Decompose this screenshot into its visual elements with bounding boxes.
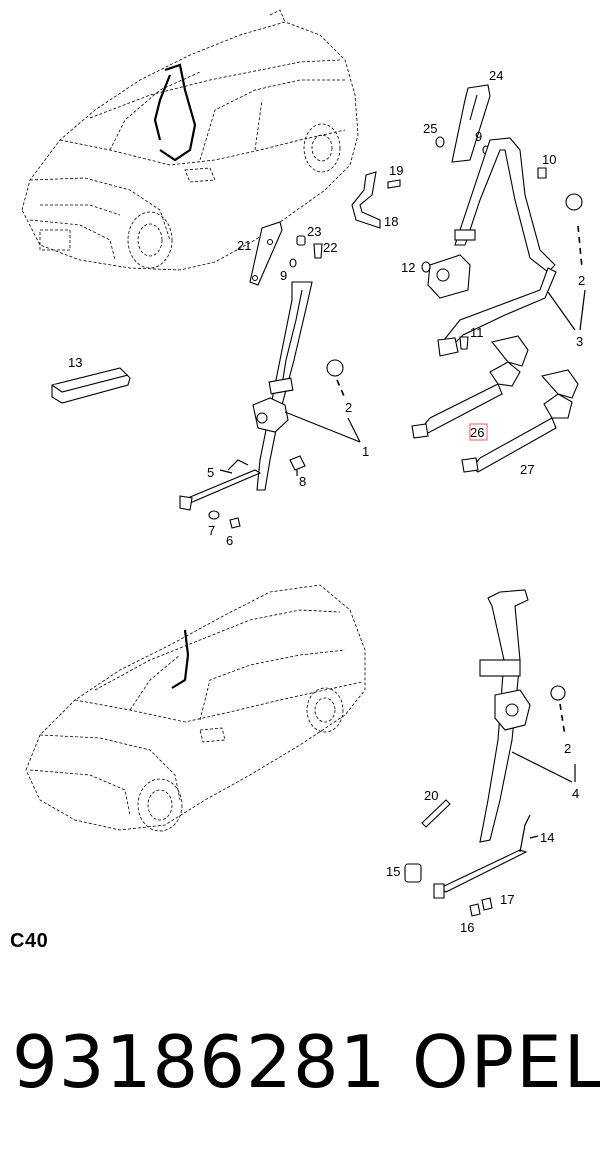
callout-25: 25 bbox=[423, 121, 437, 136]
callout-27: 27 bbox=[520, 462, 534, 477]
callout-7: 7 bbox=[208, 523, 215, 538]
part-number: 93186281 bbox=[12, 1020, 387, 1104]
part-7-nut bbox=[208, 510, 220, 520]
part-13-trim-cover bbox=[51, 367, 131, 404]
callout-2: 2 bbox=[564, 741, 571, 756]
part-24-height-adjuster bbox=[451, 84, 491, 163]
part-10-bolt bbox=[537, 167, 547, 179]
part-4-cabrio-seat-belt bbox=[479, 589, 531, 843]
callout-4: 4 bbox=[572, 786, 579, 801]
callout-10: 10 bbox=[542, 152, 556, 167]
callout-21: 21 bbox=[237, 238, 251, 253]
callout-14: 14 bbox=[540, 830, 554, 845]
callout-2: 2 bbox=[578, 273, 585, 288]
callout-1: 1 bbox=[362, 444, 369, 459]
callout-8: 8 bbox=[299, 474, 306, 489]
callout-9: 9 bbox=[280, 268, 287, 283]
cabrio-car-illustration bbox=[25, 584, 366, 832]
part-22-bolt bbox=[313, 243, 323, 259]
callout-16: 16 bbox=[460, 920, 474, 935]
callout-11: 11 bbox=[470, 325, 484, 340]
callout-labels: 1 2 2 2 3 4 5 6 7 8 9 9 10 11 12 13 14 1… bbox=[68, 68, 585, 935]
part-9-spacer-a bbox=[289, 258, 297, 268]
highlight-box-26 bbox=[469, 423, 488, 441]
callout-19: 19 bbox=[389, 163, 403, 178]
hatchback-car-illustration bbox=[21, 9, 359, 271]
callout-17: 17 bbox=[500, 892, 514, 907]
callout-20: 20 bbox=[424, 788, 438, 803]
part-3-rear-seat-belt bbox=[427, 137, 557, 357]
callout-15: 15 bbox=[386, 864, 400, 879]
part-17-bolt bbox=[481, 897, 493, 911]
part-5-lap-anchor bbox=[179, 459, 262, 511]
part-14-lap-anchor bbox=[433, 814, 531, 899]
part-2-cap-c bbox=[550, 685, 566, 701]
callout-22: 22 bbox=[323, 240, 337, 255]
part-20-screw bbox=[421, 799, 451, 828]
part-2-cap-b bbox=[565, 193, 583, 211]
callout-5: 5 bbox=[207, 465, 214, 480]
part-23-cap bbox=[296, 235, 306, 246]
callout-13: 13 bbox=[68, 355, 82, 370]
part-16-bolt bbox=[469, 903, 481, 917]
callout-12: 12 bbox=[401, 260, 415, 275]
part-26-buckle bbox=[411, 335, 529, 439]
callout-23: 23 bbox=[307, 224, 321, 239]
part-18-guide-bar bbox=[351, 171, 381, 229]
callout-18: 18 bbox=[384, 214, 398, 229]
part-19-screw bbox=[387, 179, 401, 189]
callout-2: 2 bbox=[345, 400, 352, 415]
callout-24: 24 bbox=[489, 68, 503, 83]
part-12-nut bbox=[421, 261, 431, 273]
part-1-front-seat-belt bbox=[252, 281, 313, 491]
callout-3: 3 bbox=[576, 334, 583, 349]
brand-name: OPEL bbox=[412, 1020, 600, 1104]
part-2-cap-a bbox=[326, 359, 344, 377]
part-8-clip bbox=[289, 455, 306, 476]
section-code: C40 bbox=[10, 930, 49, 952]
leader-lines bbox=[219, 225, 586, 839]
callout-9: 9 bbox=[475, 129, 482, 144]
part-21-height-adjuster bbox=[249, 221, 283, 286]
part-6-bolt bbox=[229, 517, 241, 529]
callout-26: 26 bbox=[470, 425, 484, 440]
callout-6: 6 bbox=[226, 533, 233, 548]
part-25-cap bbox=[435, 136, 445, 148]
part-11-bolt bbox=[459, 336, 469, 350]
part-27-buckle bbox=[461, 369, 579, 473]
part-15-spacer bbox=[404, 863, 422, 883]
